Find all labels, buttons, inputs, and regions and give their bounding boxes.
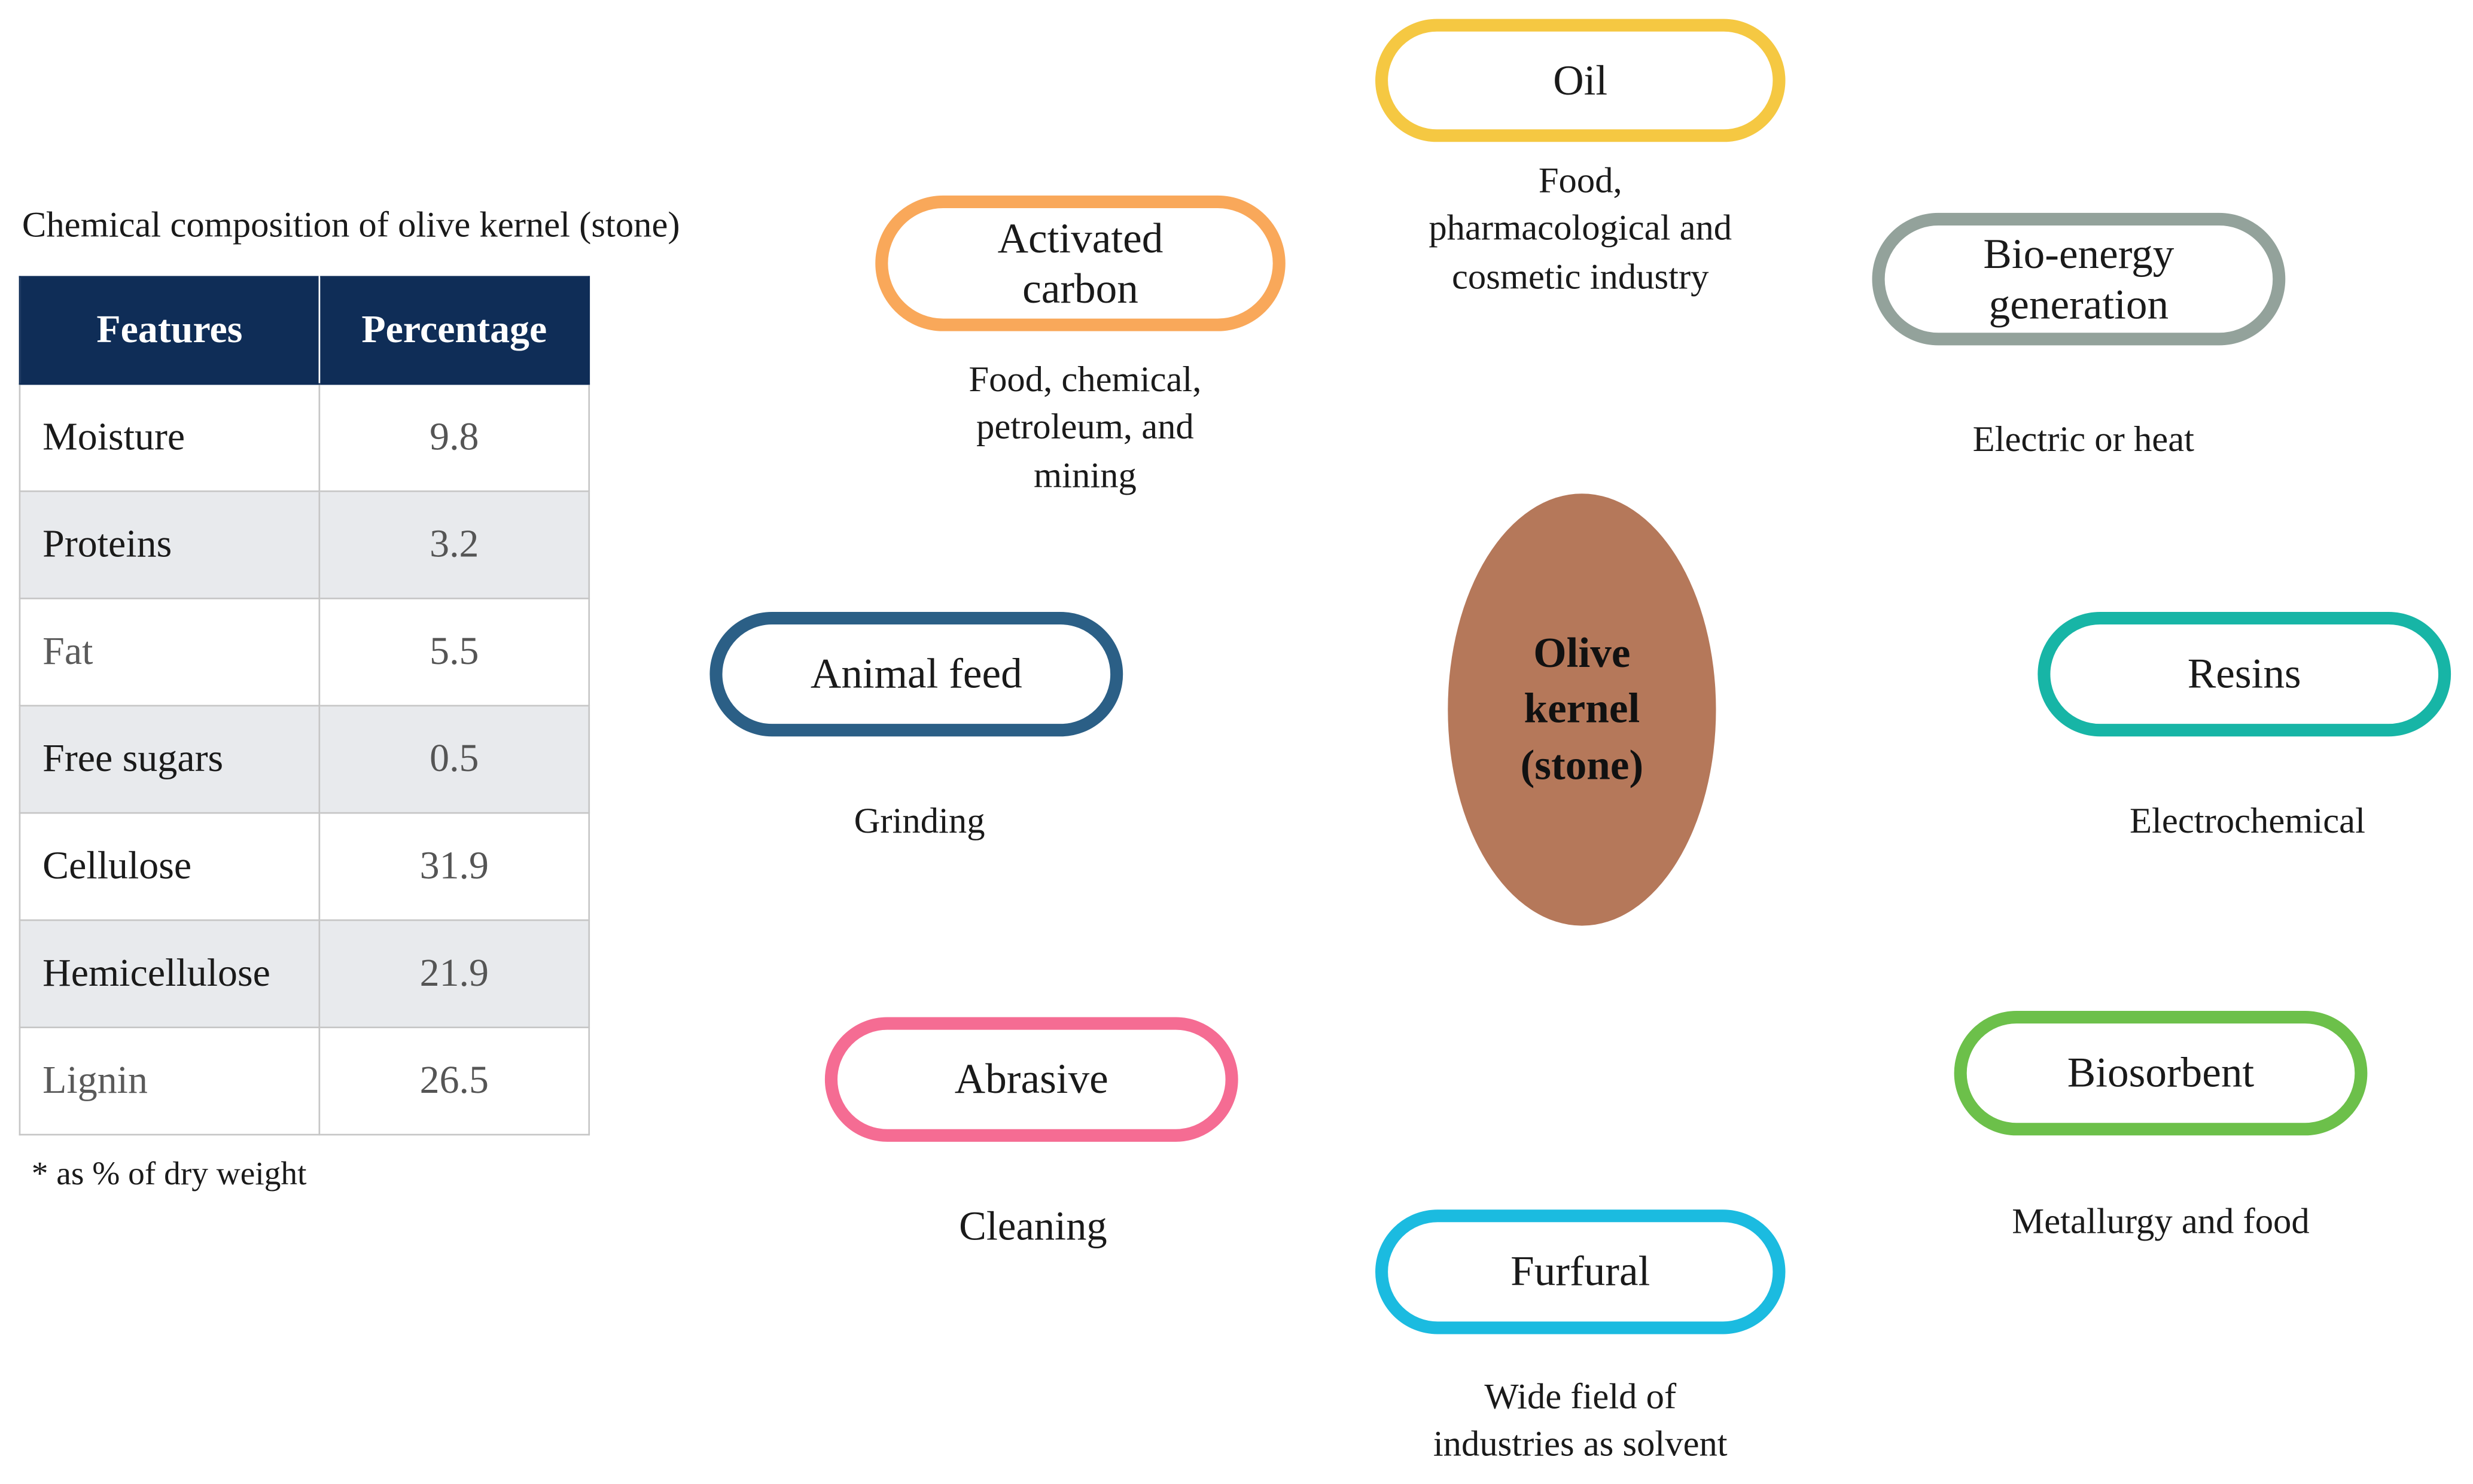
composition-table: Features Percentage Moisture 9.8 Protein… xyxy=(19,276,590,1136)
furfural-node: Furfural xyxy=(1375,1209,1786,1334)
feature-cell: Fat xyxy=(19,598,321,707)
biosorbent-description: Metallurgy and food xyxy=(2012,1202,2310,1241)
header-percentage: Percentage xyxy=(318,276,590,385)
abrasive-node: Abrasive xyxy=(824,1017,1238,1142)
table-row: Free sugars 0.5 xyxy=(19,705,590,814)
animal-feed-description: Grinding xyxy=(854,801,985,841)
percentage-cell: 9.8 xyxy=(318,383,590,492)
feature-cell: Hemicellulose xyxy=(19,919,321,1028)
table-row: Fat 5.5 xyxy=(19,598,590,707)
table-row: Cellulose 31.9 xyxy=(19,812,590,921)
feature-cell: Proteins xyxy=(19,490,321,599)
resins-description: Electrochemical xyxy=(2130,801,2365,841)
percentage-cell: 26.5 xyxy=(318,1026,590,1136)
feature-cell: Moisture xyxy=(19,383,321,492)
table-row: Lignin 26.5 xyxy=(19,1026,590,1136)
table-header-row: Features Percentage xyxy=(19,276,590,385)
activated-carbon-description: Food, chemical, petroleum, and mining xyxy=(969,359,1202,495)
header-features: Features xyxy=(19,276,321,385)
biosorbent-node: Biosorbent xyxy=(1954,1010,2368,1136)
table-caption: Chemical composition of olive kernel (st… xyxy=(22,205,680,245)
feature-cell: Free sugars xyxy=(19,705,321,814)
furfural-description: Wide field of industries as solvent xyxy=(1433,1376,1728,1464)
bio-energy-node: Bio-energy generation xyxy=(1872,212,2286,346)
table-row: Moisture 9.8 xyxy=(19,383,590,492)
olive-kernel-label: Olive kernel (stone) xyxy=(1520,629,1644,788)
percentage-cell: 0.5 xyxy=(318,705,590,814)
feature-cell: Lignin xyxy=(19,1026,321,1136)
bio-energy-description: Electric or heat xyxy=(1972,419,2194,459)
percentage-cell: 3.2 xyxy=(318,490,590,599)
resins-node: Resins xyxy=(2038,611,2451,737)
animal-feed-node: Animal feed xyxy=(709,611,1123,737)
abrasive-description: Cleaning xyxy=(959,1203,1107,1250)
table-row: Hemicellulose 21.9 xyxy=(19,919,590,1028)
feature-cell: Cellulose xyxy=(19,812,321,921)
oil-node: Oil xyxy=(1375,19,1786,142)
percentage-cell: 5.5 xyxy=(318,598,590,707)
activated-carbon-node: Activated carbon xyxy=(875,195,1286,331)
olive-kernel-node: Olive kernel (stone) xyxy=(1448,493,1716,926)
percentage-cell: 21.9 xyxy=(318,919,590,1028)
percentage-cell: 31.9 xyxy=(318,812,590,921)
table-footnote: * as % of dry weight xyxy=(31,1154,307,1193)
oil-description: Food, pharmacological and cosmetic indus… xyxy=(1429,160,1732,296)
table-row: Proteins 3.2 xyxy=(19,490,590,599)
